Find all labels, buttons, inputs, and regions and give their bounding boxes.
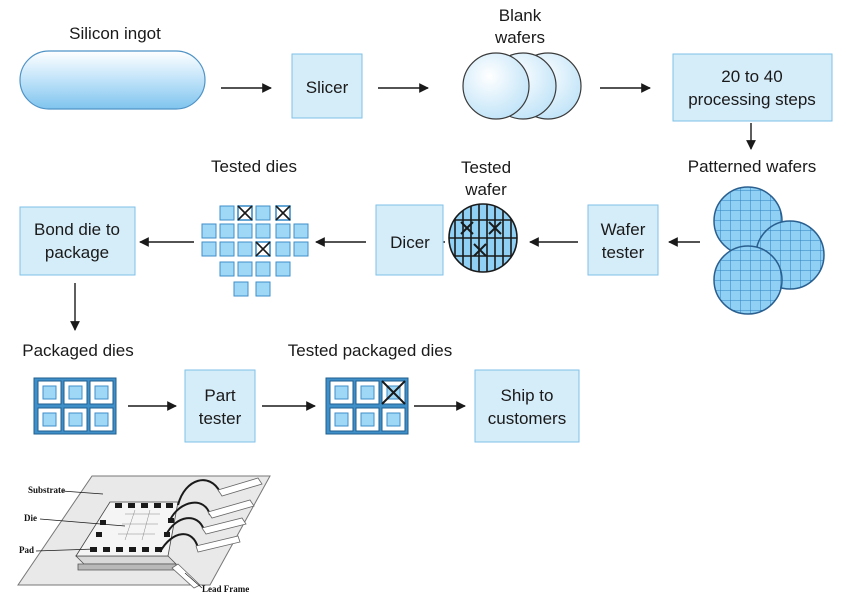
- tested-packaged-dies-label: Tested packaged dies: [288, 341, 452, 360]
- slicer-label: Slicer: [306, 78, 349, 97]
- slicer-box: [291, 53, 363, 119]
- dicer-box: [375, 204, 444, 276]
- package-sketch: [17, 475, 271, 589]
- wafer-tester-line1: Wafer: [601, 220, 646, 239]
- bond-die-line1: Bond die to: [34, 220, 120, 239]
- part-tester-box: [184, 369, 256, 443]
- dicer-label: Dicer: [390, 233, 430, 252]
- blank-wafers: [462, 52, 582, 120]
- bond-die-box: [19, 206, 136, 276]
- lead-frame-label: Lead Frame: [202, 584, 249, 594]
- ship-line1: Ship to: [501, 386, 554, 405]
- ship-box: [474, 369, 580, 443]
- substrate-label: Substrate: [28, 485, 65, 495]
- processing-steps-line1: 20 to 40: [721, 67, 782, 86]
- processing-steps-box: [672, 53, 833, 122]
- die-label: Die: [24, 513, 37, 523]
- packaged-dies-label: Packaged dies: [22, 341, 134, 360]
- processing-steps-line2: processing steps: [688, 90, 816, 109]
- tested-dies: [201, 205, 309, 297]
- part-tester-line1: Part: [204, 386, 235, 405]
- patterned-wafers-label: Patterned wafers: [688, 157, 817, 176]
- tested-wafer: [448, 203, 518, 273]
- tested-wafer-line1: Tested: [461, 158, 511, 177]
- bond-die-line2: package: [45, 243, 109, 262]
- patterned-wafers: [713, 186, 825, 315]
- tested-packaged-dies: [325, 377, 409, 435]
- silicon-ingot: [19, 50, 206, 110]
- tested-dies-rejects: [237, 205, 291, 257]
- wafer-tester-box: [587, 204, 659, 276]
- blank-wafers-label-line1: Blank: [499, 6, 542, 25]
- tested-dies-label: Tested dies: [211, 157, 297, 176]
- blank-wafers-label-line2: wafers: [494, 28, 545, 47]
- silicon-ingot-label: Silicon ingot: [69, 24, 161, 43]
- packaged-dies: [33, 377, 117, 435]
- ship-line2: customers: [488, 409, 566, 428]
- part-tester-line2: tester: [199, 409, 242, 428]
- pad-label: Pad: [19, 545, 34, 555]
- wafer-tester-line2: tester: [602, 243, 645, 262]
- tested-wafer-line2: wafer: [464, 180, 507, 199]
